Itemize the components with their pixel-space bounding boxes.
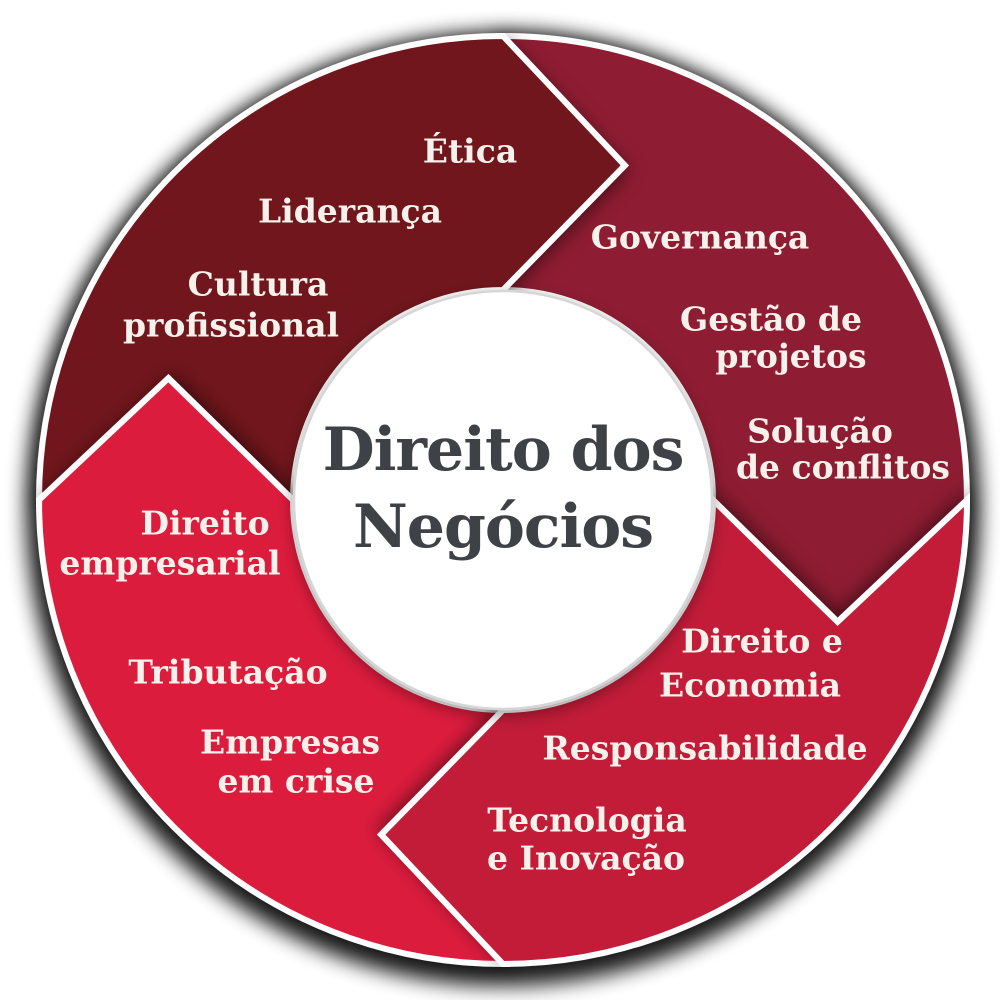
label-gestao-line1: Gestão de	[680, 299, 862, 339]
center-title-line2: Negócios	[352, 492, 654, 562]
label-cultura-line1: Cultura	[187, 264, 329, 304]
label-tecnologia-line1: Tecnologia	[487, 800, 687, 840]
label-direito-economia-line1: Direito e	[681, 621, 843, 661]
center-title: Direito dos Negócios	[322, 412, 685, 566]
label-responsabilidade: Responsabilidade	[542, 728, 868, 768]
label-lideranca: Liderança	[257, 191, 443, 231]
label-solucao-line1: Solução	[747, 411, 893, 451]
label-empresas-line1: Empresas	[199, 722, 381, 762]
label-direito-empresarial-line2: empresarial	[59, 543, 281, 583]
label-tecnologia-line2: e Inovação	[487, 838, 685, 878]
label-direito-economia-line2: Economia	[658, 665, 842, 705]
center-circle	[292, 289, 714, 711]
label-etica: Ética	[422, 131, 518, 171]
label-tributacao: Tributação	[128, 652, 328, 692]
label-solucao-line2: de conflitos	[735, 447, 951, 487]
label-governanca: Governança	[590, 217, 810, 257]
center-title-line1: Direito dos	[322, 415, 685, 485]
label-cultura-line2: profissional	[122, 305, 340, 345]
label-direito-empresarial-line1: Direito	[140, 503, 270, 543]
label-gestao-line2: projetos	[715, 336, 867, 376]
label-empresas-line2: em crise	[217, 761, 375, 801]
